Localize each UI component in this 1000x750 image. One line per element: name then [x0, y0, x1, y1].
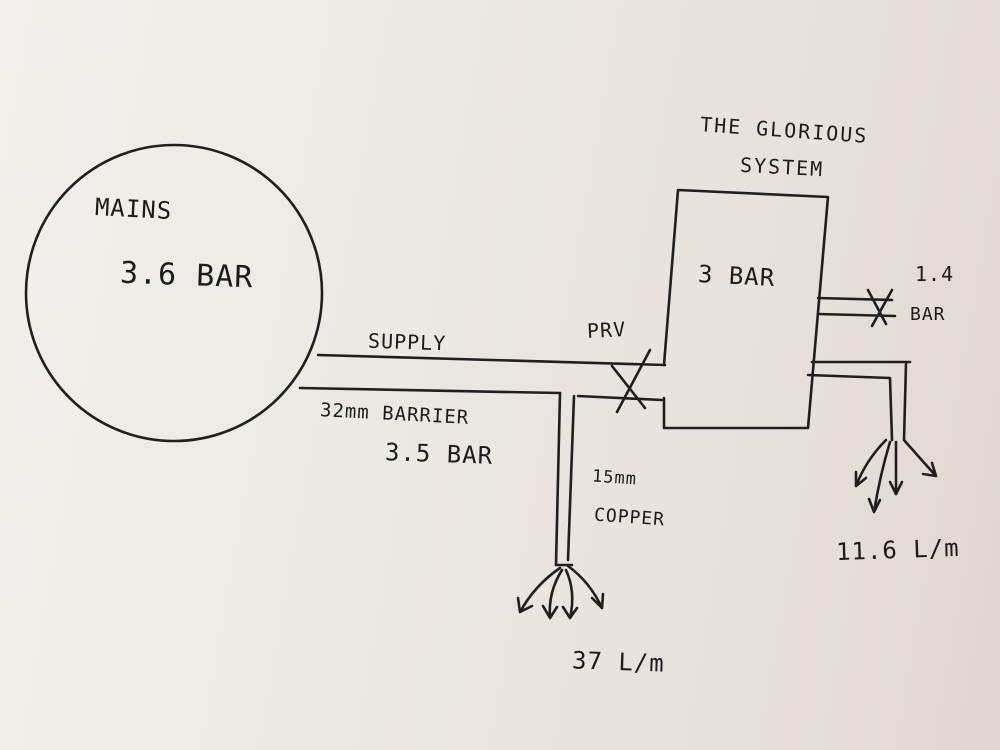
- outlet-top-pressure-line1: 1.4: [915, 262, 955, 286]
- system-title-line2: SYSTEM: [739, 152, 825, 182]
- supply-pressure-label: 3.5 BAR: [384, 438, 494, 470]
- mains-circle: [24, 143, 324, 443]
- branch-flow-label: 37 L/m: [571, 646, 666, 678]
- branch-pipe-label-line1: 15mm: [591, 466, 638, 490]
- copper-branch: [554, 391, 576, 567]
- supply-pipe-bottom: [298, 386, 562, 395]
- system-pressure-label: 3 BAR: [697, 259, 776, 293]
- mains-label: MAINS: [94, 192, 173, 226]
- outlet-bottom-flow-label: 11.6 L/m: [835, 533, 961, 567]
- outlet-spray-icon: [854, 438, 938, 514]
- outlet-top-cross: [866, 288, 894, 328]
- system-box: [662, 188, 830, 430]
- supply-pipe-bottom-right: [576, 394, 664, 402]
- prv-label: PRV: [586, 316, 627, 344]
- outlet-top-pressure-line2: BAR: [910, 304, 946, 325]
- mains-pressure-label: 3.6 BAR: [119, 255, 255, 296]
- prv-cross-a: [610, 364, 647, 410]
- supply-label: SUPPLY: [367, 328, 447, 356]
- prv-cross-b: [615, 348, 652, 414]
- supply-pipe-top: [316, 353, 667, 367]
- outlet-bottom-pipe: [806, 360, 912, 442]
- branch-spray-icon: [516, 564, 605, 620]
